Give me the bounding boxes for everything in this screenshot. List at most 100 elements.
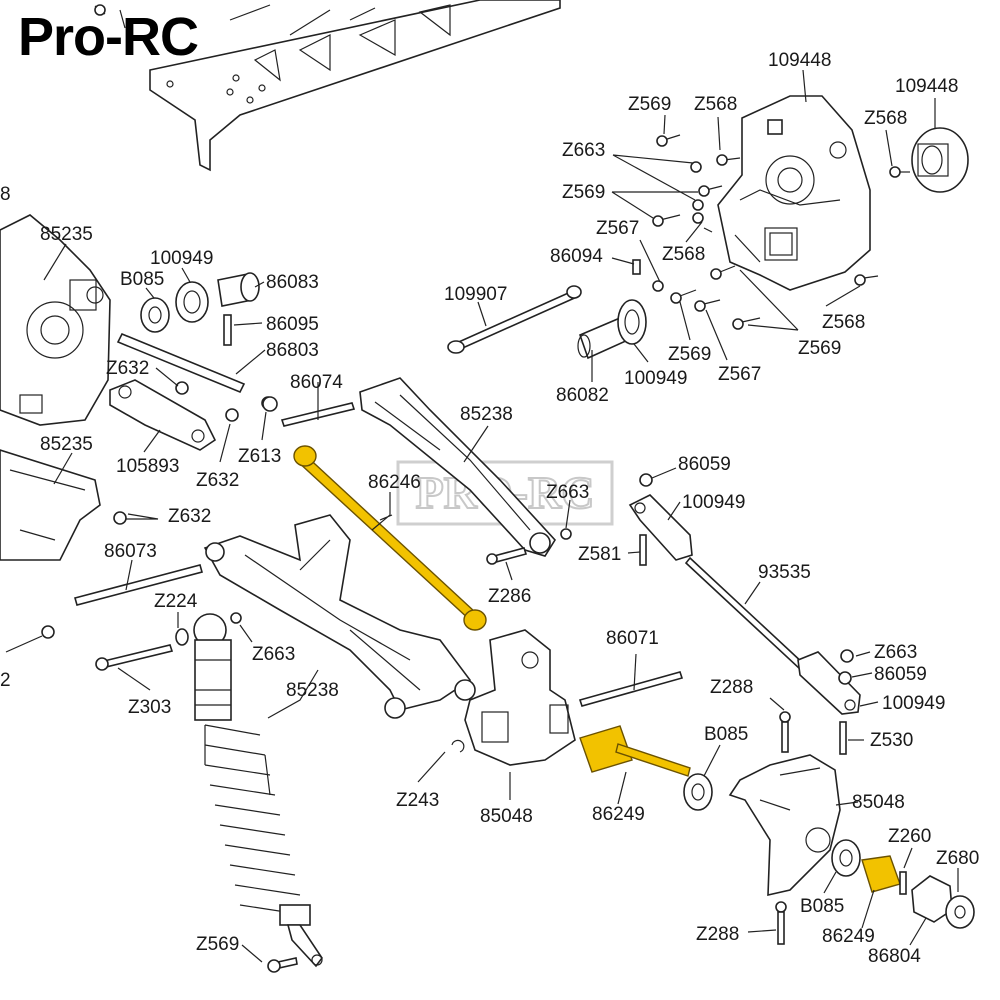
part-label: Z569 — [668, 344, 711, 365]
part-label: 86074 — [290, 372, 343, 393]
part-label: Z260 — [888, 826, 931, 847]
part-label: Z530 — [870, 730, 913, 751]
part-label: 105893 — [116, 456, 179, 477]
part-label: Z288 — [696, 924, 739, 945]
part-label: Z680 — [936, 848, 979, 869]
hinge-pin-86071 — [578, 671, 684, 707]
hinge-pin-86073 — [74, 564, 203, 606]
screw-z286 — [486, 547, 528, 565]
part-label: B085 — [120, 269, 164, 290]
part-label: 85048 — [852, 792, 905, 813]
outdrive-cups — [577, 299, 647, 360]
part-label: Z568 — [822, 312, 865, 333]
part-label: 100949 — [150, 248, 213, 269]
bearing-b085-axle — [683, 773, 713, 811]
shock-spring — [204, 724, 306, 916]
part-label: 2 — [0, 670, 11, 691]
part-labels: 109448 109448 Z569 Z568 Z568 Z663 Z569 Z… — [0, 50, 979, 967]
outdrive-100949-left — [175, 281, 209, 323]
part-label: 109448 — [895, 76, 958, 97]
hinge-pin-86803 — [116, 332, 246, 394]
rod-end-100949-upper — [628, 494, 693, 561]
hub-carrier-85048-left — [464, 629, 576, 766]
rear-gearbox-left — [0, 214, 111, 426]
spur-gear-cover — [911, 127, 969, 193]
part-label: 86073 — [104, 541, 157, 562]
clip-z243 — [451, 739, 465, 753]
shock-screw-z303 — [95, 644, 174, 671]
part-label: Z663 — [874, 642, 917, 663]
part-label: 93535 — [758, 562, 811, 583]
pin-z581 — [639, 534, 647, 566]
upper-arm-85238 — [359, 377, 557, 557]
washer-z224 — [175, 628, 189, 646]
part-label: 100949 — [624, 368, 687, 389]
part-label: Z286 — [488, 586, 531, 607]
part-label: Z632 — [106, 358, 149, 379]
part-label: 86095 — [266, 314, 319, 335]
part-label: 85238 — [286, 680, 339, 701]
screw-z288-top — [779, 711, 791, 753]
part-label: Z568 — [662, 244, 705, 265]
part-label: 86094 — [550, 246, 603, 267]
part-label: Z568 — [694, 94, 737, 115]
rod-end-100949-lower — [797, 651, 861, 715]
part-label: Z663 — [252, 644, 295, 665]
part-label: Z632 — [168, 506, 211, 527]
part-label: Z569 — [628, 94, 671, 115]
part-label: 86071 — [606, 628, 659, 649]
pin-z530 — [839, 721, 847, 755]
axle-86249 — [579, 725, 691, 777]
screw-z288-bottom — [775, 901, 787, 945]
part-label: Z569 — [798, 338, 841, 359]
screw-z569-bottom — [267, 957, 298, 973]
part-label: Z663 — [562, 140, 605, 161]
part-label: Z663 — [546, 482, 589, 503]
part-label: Z243 — [396, 790, 439, 811]
part-label: 109907 — [444, 284, 507, 305]
nut-z663-shock — [230, 612, 242, 624]
leader-lines — [5, 69, 959, 963]
outdrive-86083 — [217, 272, 260, 307]
part-label: Z632 — [196, 470, 239, 491]
ball-86059-lower — [838, 671, 852, 685]
nut-z663-arm — [560, 528, 572, 540]
part-label: 8 — [0, 184, 11, 205]
chassis-plate — [94, 0, 561, 172]
part-label: 86804 — [868, 946, 921, 967]
shock-absorber — [193, 613, 323, 968]
gearbox-screws — [632, 134, 910, 330]
part-label: Z569 — [196, 934, 239, 955]
spacer-86249-outer — [861, 855, 901, 893]
screw-z613 — [262, 396, 278, 412]
part-label: B085 — [800, 896, 844, 917]
part-label: 86249 — [592, 804, 645, 825]
part-label: 100949 — [882, 693, 945, 714]
part-label: 85235 — [40, 224, 93, 245]
nut-z663-link — [840, 649, 854, 663]
bearing-b085-outer — [831, 839, 861, 877]
part-label: 86083 — [266, 272, 319, 293]
part-label: Z567 — [596, 218, 639, 239]
part-label: Z567 — [718, 364, 761, 385]
part-label: 86246 — [368, 472, 421, 493]
part-label: 109448 — [768, 50, 831, 71]
part-label: 86249 — [822, 926, 875, 947]
drive-shaft-109907 — [447, 285, 582, 354]
part-label: 86082 — [556, 385, 609, 406]
pin-brace-105893 — [109, 379, 217, 451]
brand-title: Pro-RC — [18, 7, 199, 67]
part-label: Z581 — [578, 544, 621, 565]
part-label: 100949 — [682, 492, 745, 513]
pin-86095 — [223, 314, 232, 346]
part-label: 86059 — [678, 454, 731, 475]
gearbox-housing — [717, 95, 871, 291]
part-label: Z303 — [128, 697, 171, 718]
part-label: Z568 — [864, 108, 907, 129]
nut-z680 — [945, 895, 975, 929]
pin-z260 — [899, 871, 907, 895]
part-label: 85238 — [460, 404, 513, 425]
lower-chassis-plate — [0, 449, 101, 561]
part-label: Z569 — [562, 182, 605, 203]
part-label: Z288 — [710, 677, 753, 698]
